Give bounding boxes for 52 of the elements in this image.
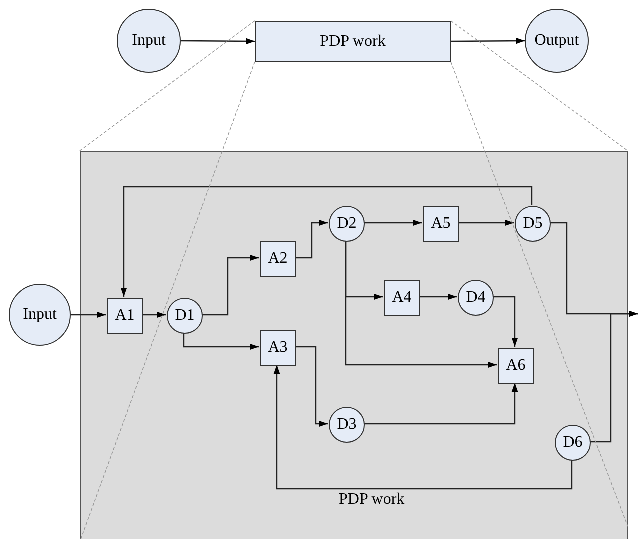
node-label: Input xyxy=(132,33,166,49)
detail-panel xyxy=(80,151,628,539)
process-box xyxy=(260,330,296,366)
circle-node xyxy=(515,206,551,242)
arrow xyxy=(274,365,573,490)
arrow xyxy=(71,312,106,318)
process-box xyxy=(423,206,459,242)
node-label: A2 xyxy=(268,251,288,267)
arrow xyxy=(345,241,497,368)
zoom-guide-line xyxy=(450,62,628,527)
arrow xyxy=(590,310,638,443)
circle-node xyxy=(458,280,494,316)
arrow xyxy=(458,220,514,226)
node-label: D4 xyxy=(466,290,486,306)
process-box xyxy=(255,21,451,62)
circle-node xyxy=(329,206,365,242)
node-label: A3 xyxy=(268,340,288,356)
node-label: Output xyxy=(534,33,580,49)
arrow xyxy=(493,296,518,347)
process-box xyxy=(260,241,296,277)
arrow xyxy=(364,220,422,226)
arrow xyxy=(364,383,518,425)
process-box xyxy=(107,298,143,334)
arrow xyxy=(202,254,259,316)
node-label: D3 xyxy=(337,417,357,433)
process-box xyxy=(384,280,420,316)
node-label: Input xyxy=(23,307,57,323)
node-label: PDP work xyxy=(339,492,405,508)
node-label: D6 xyxy=(563,435,583,451)
arrow xyxy=(183,333,259,350)
arrow xyxy=(120,186,533,297)
node-label: A4 xyxy=(392,290,412,306)
node-label: A6 xyxy=(506,358,526,374)
node-label: D1 xyxy=(175,308,195,324)
circle-node xyxy=(167,298,203,334)
node-label: D2 xyxy=(337,216,357,232)
zoom-guide-line xyxy=(80,62,256,539)
circle-node xyxy=(555,425,591,461)
circle-node xyxy=(329,407,365,443)
arrow xyxy=(295,220,328,259)
arrow xyxy=(451,38,525,44)
node-label: D5 xyxy=(523,216,543,232)
process-box xyxy=(498,348,534,384)
zoom-guide-line xyxy=(80,20,256,152)
arrow xyxy=(181,38,255,45)
arrow xyxy=(419,294,457,300)
node-label: A5 xyxy=(431,216,451,232)
arrow xyxy=(142,312,166,318)
node-label: PDP work xyxy=(320,34,386,50)
zoom-guide-line xyxy=(450,20,628,152)
node-label: A1 xyxy=(115,308,135,324)
arrow xyxy=(295,346,328,428)
